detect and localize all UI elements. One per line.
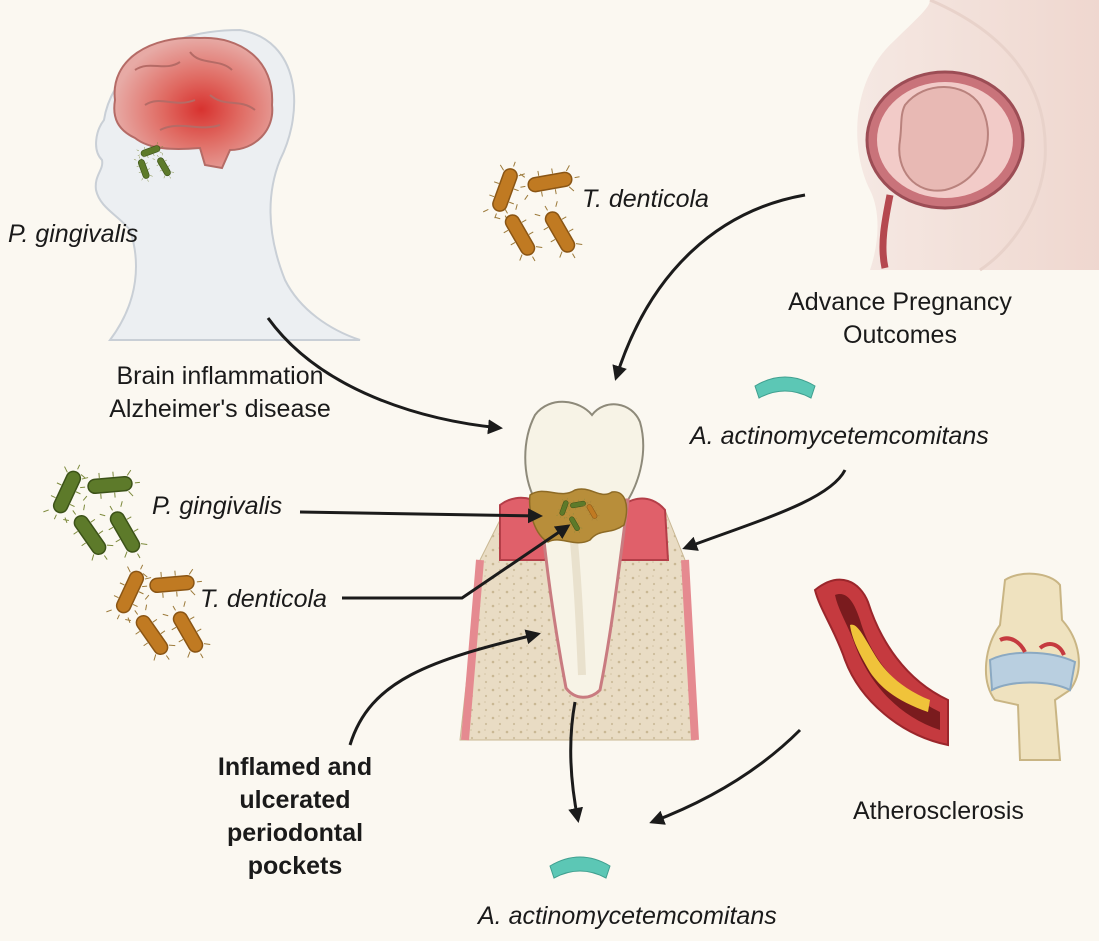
arrow-pocket-to-tooth — [348, 629, 541, 746]
pregnancy-label-line1: Advance Pregnancy — [788, 288, 1012, 316]
arrow-pg-to-plaque — [299, 508, 543, 524]
pocket-label-line4: pockets — [247, 852, 343, 880]
pocket-label-line1: Inflamed and — [217, 753, 373, 781]
rod-bacteria-icon — [41, 458, 153, 568]
tooth-icon — [524, 400, 645, 699]
td-left-label: T. denticola — [200, 585, 327, 613]
aa-top-label: A. actinomycetemcomitans — [690, 422, 989, 450]
aa-bottom-label: A. actinomycetemcomitans — [478, 902, 777, 930]
crescent-bacteria-icon — [754, 376, 816, 399]
athero-label: Atherosclerosis — [853, 797, 1024, 825]
arrow-head-to-tooth — [266, 317, 503, 435]
knee-joint-icon — [984, 572, 1080, 761]
crescent-bacteria-icon — [549, 856, 611, 879]
pg-left-label: P. gingivalis — [152, 492, 283, 520]
pregnancy-label: Advance Pregnancy Outcomes — [760, 286, 1040, 352]
fetus-icon — [865, 70, 1025, 269]
pocket-label: Inflamed and ulcerated periodontal pocke… — [195, 751, 395, 883]
pregnancy-label-line2: Outcomes — [843, 321, 957, 349]
brain-label-line1: Brain inflammation — [116, 362, 324, 390]
pocket-label-line3: periodontal — [226, 819, 364, 847]
arrow-aa-to-gum — [682, 469, 847, 551]
arrow-tooth-down — [568, 701, 584, 823]
arrow-td-to-plaque — [342, 524, 571, 600]
pocket-label-line2: ulcerated — [239, 786, 351, 814]
brain-icon — [113, 36, 274, 170]
arrow-pregnancy-to-tooth — [612, 193, 806, 381]
artery-icon — [813, 578, 949, 747]
rod-bacteria-icon — [481, 156, 588, 269]
brain-label-line2: Alzheimer's disease — [109, 395, 331, 423]
brain-label: Brain inflammation Alzheimer's disease — [75, 360, 365, 426]
arrow-athero-down — [649, 728, 802, 825]
head-bacteria-label: P. gingivalis — [8, 220, 139, 248]
top-bacteria-label: T. denticola — [582, 185, 709, 213]
rod-bacteria-icon — [104, 558, 216, 668]
